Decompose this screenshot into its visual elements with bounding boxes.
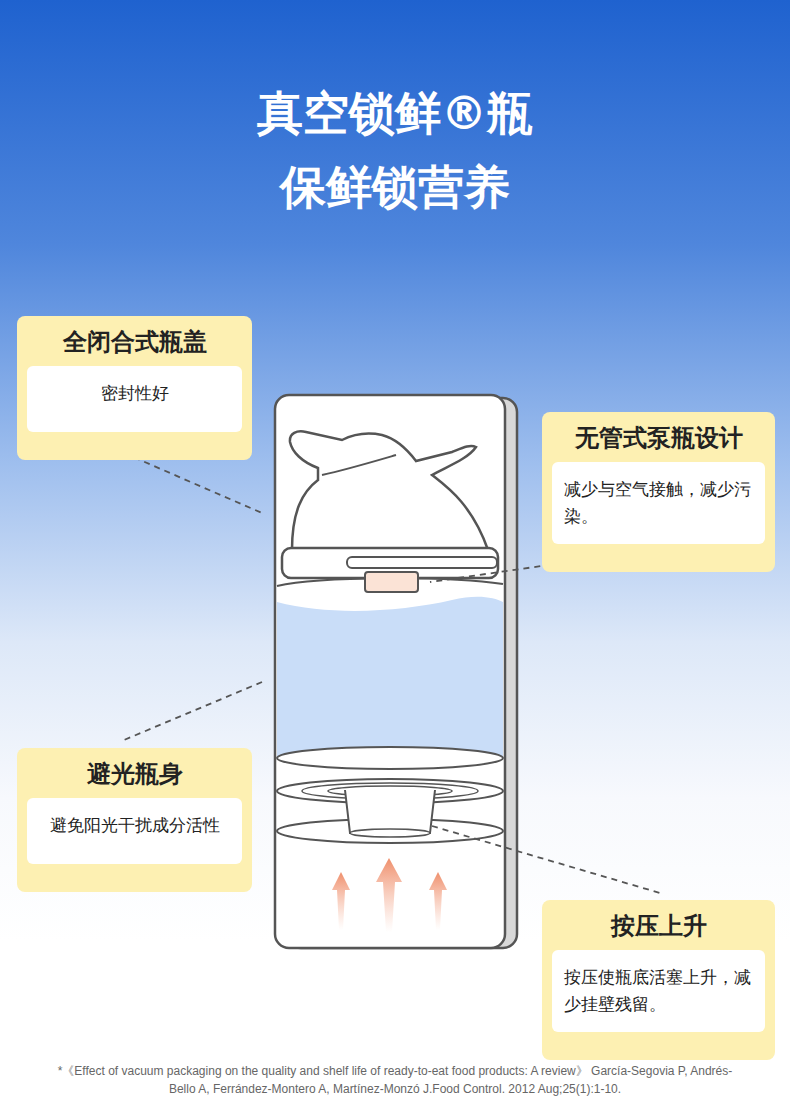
callout-body: 密封性好 xyxy=(27,366,242,432)
pump-head xyxy=(290,431,488,550)
piston-top xyxy=(277,747,503,769)
piston-cup-base xyxy=(350,829,430,837)
callout-box: 避光瓶身避免阳光干扰成分活性 xyxy=(17,748,252,892)
page-title: 真空锁鲜®瓶 保鲜锁营养 xyxy=(240,76,550,224)
callout-heading: 全闭合式瓶盖 xyxy=(17,316,252,366)
push-arrows xyxy=(332,858,447,932)
callout-box: 全闭合式瓶盖密封性好 xyxy=(17,316,252,460)
callout-heading: 无管式泵瓶设计 xyxy=(542,412,775,462)
collar-slot xyxy=(347,557,497,568)
callout-box: 按压上升按压使瓶底活塞上升，减少挂壁残留。 xyxy=(542,900,775,1060)
pump-detail xyxy=(322,455,396,475)
callout-body: 避免阳光干扰成分活性 xyxy=(27,798,242,864)
liquid xyxy=(277,597,503,758)
callout-heading: 按压上升 xyxy=(542,900,775,950)
callout-body: 减少与空气接触，减少污染。 xyxy=(552,462,765,544)
callout-box: 无管式泵瓶设计减少与空气接触，减少污染。 xyxy=(542,412,775,572)
valve xyxy=(365,572,418,592)
reference-caption: *《Effect of vacuum packaging on the qual… xyxy=(55,1062,735,1098)
callout-heading: 避光瓶身 xyxy=(17,748,252,798)
callout-body: 按压使瓶底活塞上升，减少挂壁残留。 xyxy=(552,950,765,1032)
frame xyxy=(275,395,505,948)
piston-cup xyxy=(345,790,435,833)
